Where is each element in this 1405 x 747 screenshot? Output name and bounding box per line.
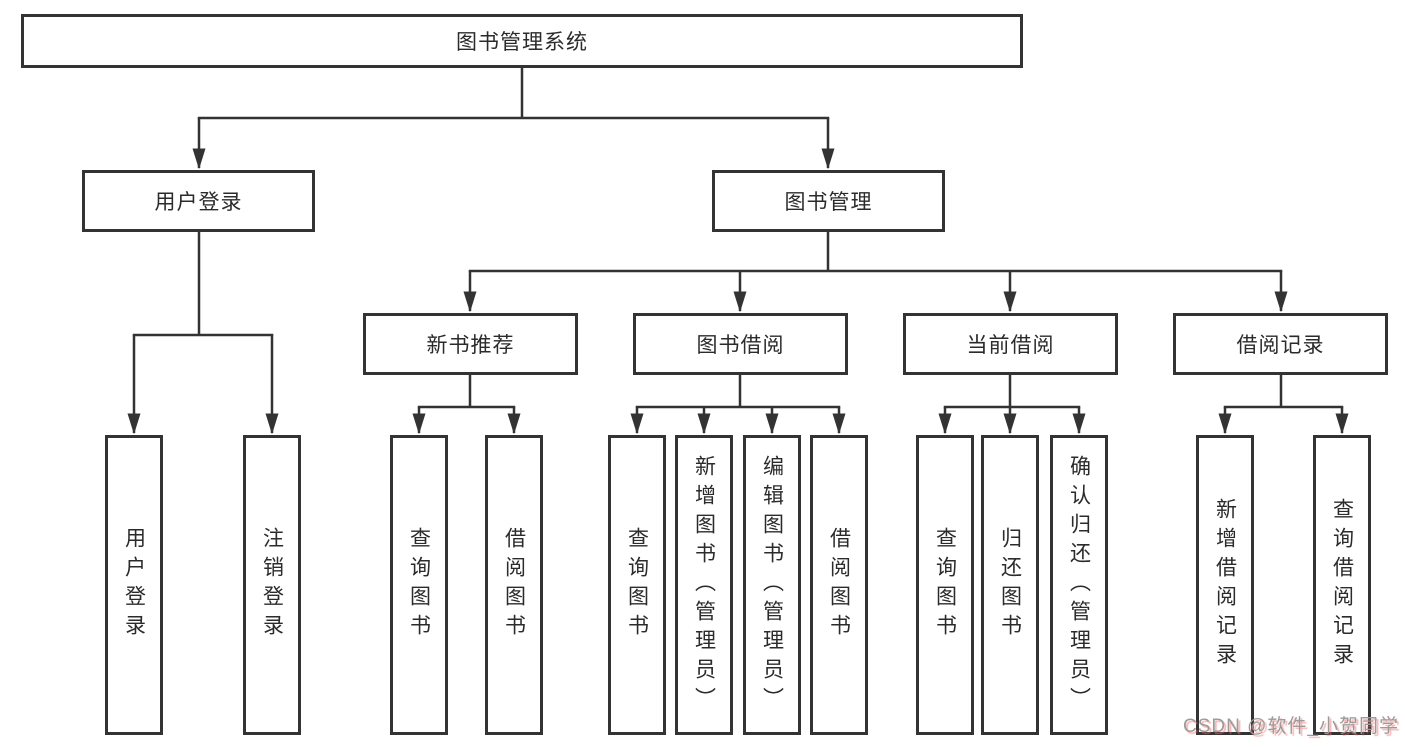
node-logout-leaf: 注销登录 [243,435,301,735]
node-book-management: 图书管理 [712,170,945,232]
node-cb-query-books: 查询图书 [916,435,974,735]
node-label: 查询图书 [625,527,649,643]
node-label: 注销登录 [260,527,284,643]
node-bb-query-books: 查询图书 [608,435,666,735]
node-cb-return-books: 归还图书 [981,435,1039,735]
node-library-system: 图书管理系统 [21,14,1023,68]
node-label: 确认归还（管理员） [1067,454,1091,716]
node-user-login: 用户登录 [82,170,315,232]
node-label: 归还图书 [998,527,1022,643]
node-user-login-leaf: 用户登录 [105,435,163,735]
node-nb-query-books: 查询图书 [390,435,448,735]
node-label: 编辑图书（管理员） [760,454,784,716]
node-label: 新增借阅记录 [1213,498,1237,672]
node-book-borrowing: 图书借阅 [633,313,848,375]
node-label: 查询图书 [933,527,957,643]
node-br-add-borrow-record: 新增借阅记录 [1196,435,1254,735]
node-label: 查询借阅记录 [1330,498,1354,672]
node-label: 借阅图书 [827,527,851,643]
node-bb-borrow-books: 借阅图书 [810,435,868,735]
node-label: 借阅图书 [502,527,526,643]
node-current-borrowing: 当前借阅 [903,313,1118,375]
node-borrowing-records: 借阅记录 [1173,313,1388,375]
node-bb-add-book-admin: 新增图书（管理员） [675,435,733,735]
csdn-watermark: CSDN @软件_小贺同学 [1183,716,1399,737]
node-bb-edit-book-admin: 编辑图书（管理员） [743,435,801,735]
node-label: 用户登录 [122,527,146,643]
node-label: 新增图书（管理员） [692,454,716,716]
node-cb-confirm-return-admin: 确认归还（管理员） [1050,435,1108,735]
node-br-query-borrow-record: 查询借阅记录 [1313,435,1371,735]
node-new-book-recommendation: 新书推荐 [363,313,578,375]
node-label: 查询图书 [407,527,431,643]
node-nb-borrow-books: 借阅图书 [485,435,543,735]
tree-trunk-lines [132,66,1344,409]
